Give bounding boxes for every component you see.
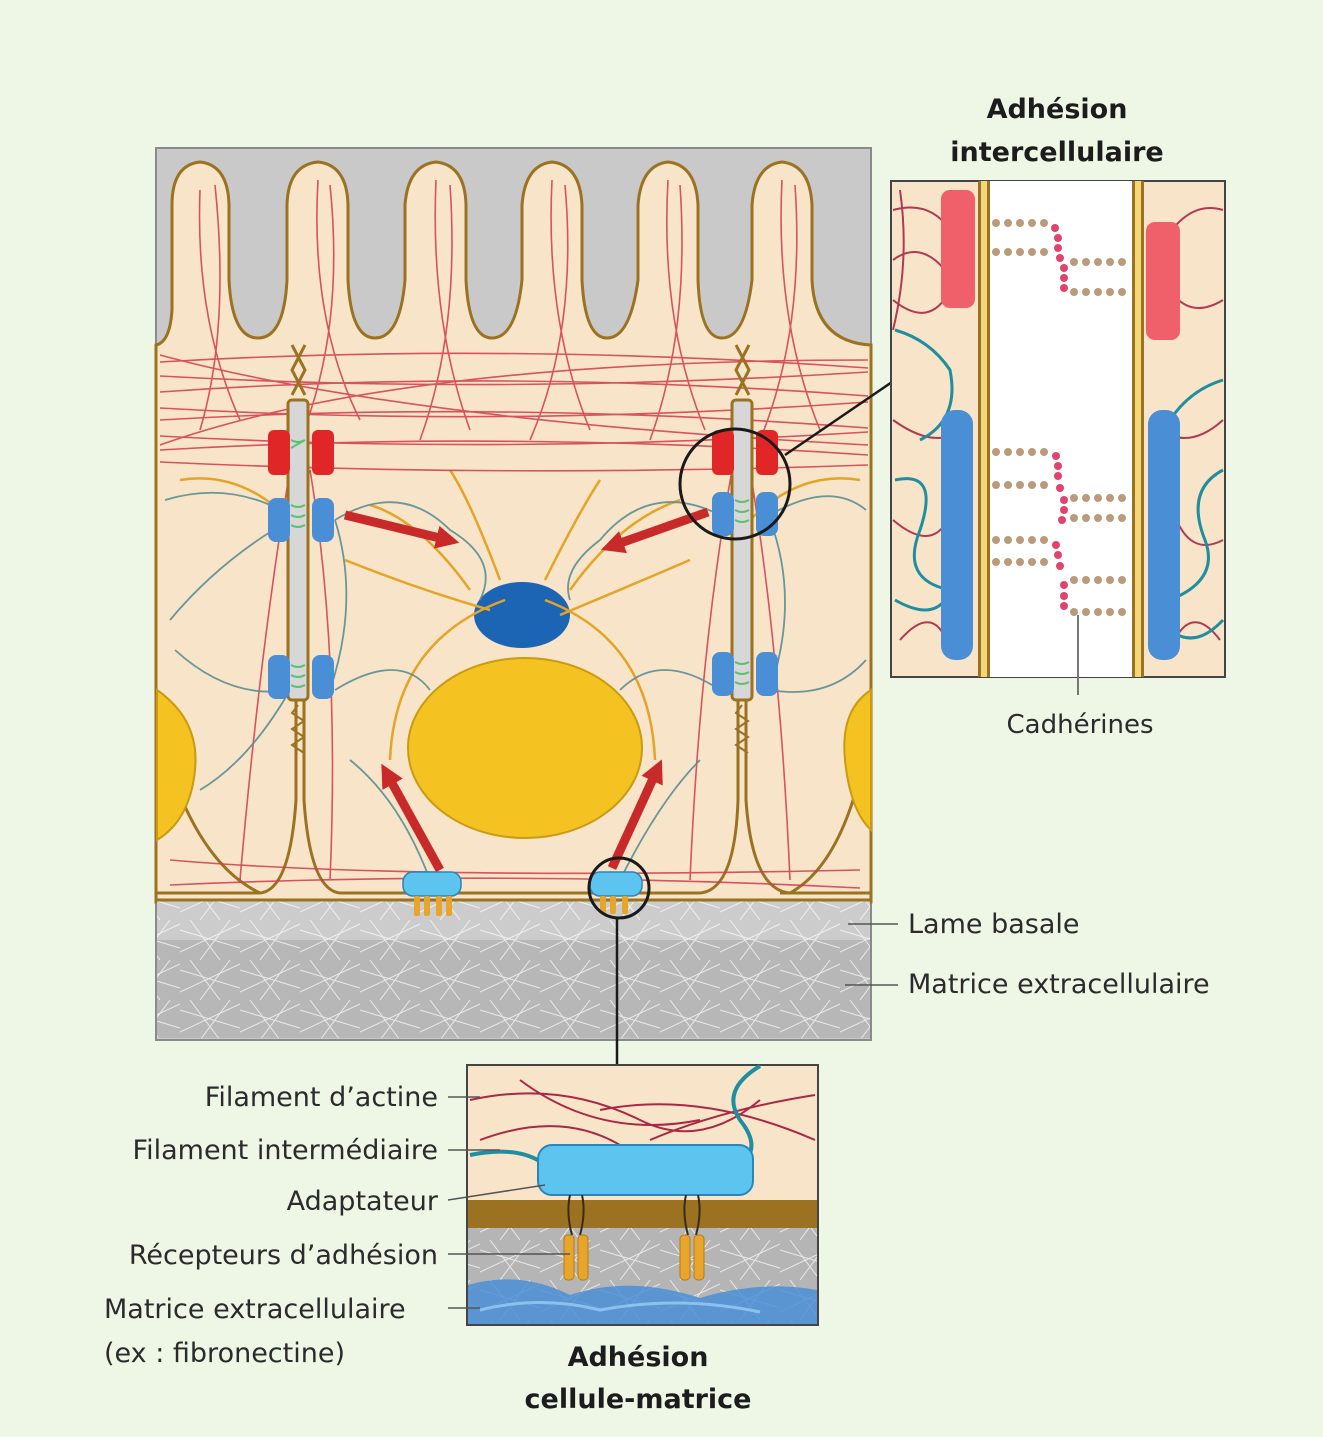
lateral-junction-left (268, 344, 334, 754)
label-cadherines: Cadhérines (1007, 710, 1154, 740)
centrosome (474, 582, 570, 648)
inset-tight-junction-plaque (1146, 222, 1180, 340)
epithelium-cytoplasm (154, 160, 873, 904)
label-adaptateur: Adaptateur (287, 1186, 439, 1217)
hemidesmosome-left (402, 871, 462, 916)
connector-line (784, 378, 896, 457)
hemidesmosome-right (589, 871, 643, 914)
desmosome (712, 652, 734, 696)
inset-actin-filaments (469, 1079, 816, 1146)
signal-arrows (343, 507, 710, 873)
label-filament-intermediaire: Filament intermédiaire (133, 1135, 438, 1166)
cell-matrix-inset (466, 1064, 819, 1326)
receptor-stalks (567, 1194, 701, 1236)
adhesion-receptors (563, 1234, 705, 1281)
intermediate-filaments (164, 491, 867, 881)
tight-junction (756, 430, 778, 475)
fibronectin-layer (468, 1279, 817, 1324)
label-matrice-inset: Matrice extracellulaire (104, 1294, 406, 1325)
inset-adherens-plaque (1148, 410, 1180, 660)
intercellular-inset (890, 180, 1226, 695)
desmosome (268, 655, 290, 699)
extracellular-matrix-fibers (157, 900, 870, 1038)
label-fibronectine: (ex : fibronectine) (104, 1338, 345, 1369)
label-matrice-extracellulaire: Matrice extracellulaire (908, 969, 1210, 1000)
nucleus (407, 657, 643, 839)
label-recepteurs-adhesion: Récepteurs d’adhésion (129, 1240, 438, 1271)
title-intercellular-line2: intercellulaire (950, 137, 1163, 168)
zoom-circle-intercellular (678, 427, 792, 541)
cadherin-molecules (992, 219, 1126, 616)
inset-intermediate-filament (731, 1064, 762, 1162)
title-cell-matrix-line1: Adhésion (568, 1342, 709, 1373)
tight-junction (268, 430, 290, 475)
nucleus-left-partial (156, 688, 197, 842)
main-tissue-panel (154, 147, 896, 1065)
adherens-junction (312, 498, 334, 542)
inset-tight-junction-plaque (941, 190, 975, 308)
title-intercellular-line1: Adhésion (987, 94, 1128, 125)
title-cell-matrix-line2: cellule-matrice (525, 1384, 752, 1415)
adaptor-protein (537, 1144, 754, 1196)
tight-junction (312, 430, 334, 475)
inset-adherens-plaque (941, 410, 973, 660)
tight-junction (712, 430, 734, 475)
adherens-junction (268, 498, 290, 542)
label-lame-basale: Lame basale (908, 909, 1080, 940)
lateral-junction-right (712, 344, 778, 754)
nucleus-right-partial (843, 688, 872, 833)
leader-lines (447, 923, 898, 1309)
label-filament-actine: Filament d’actine (205, 1082, 438, 1113)
desmosome (756, 652, 778, 696)
desmosome (312, 655, 334, 699)
adherens-junction (712, 492, 734, 536)
zoom-circle-cell-matrix (587, 856, 651, 920)
